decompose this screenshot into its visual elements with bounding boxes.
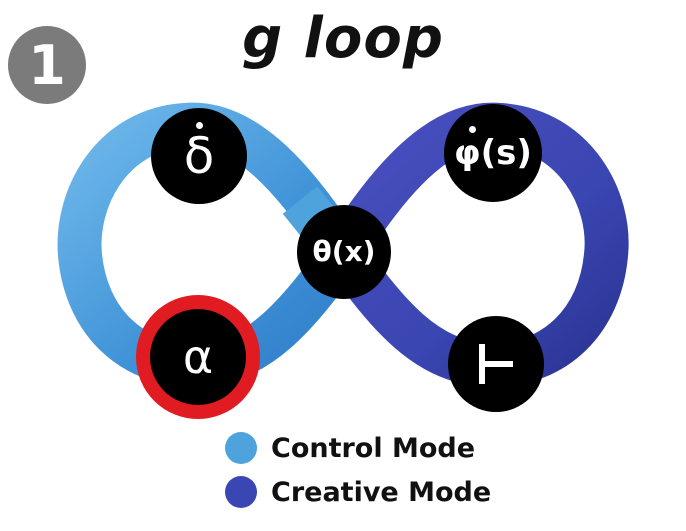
phi-symbol: φ(s) — [454, 133, 532, 173]
legend-swatch-control — [225, 432, 257, 464]
alpha-symbol: α — [182, 330, 214, 384]
legend-item-control: Control Mode — [225, 426, 491, 470]
step-number: 1 — [28, 33, 66, 97]
legend: Control Mode Creative Mode — [225, 426, 491, 514]
phi-dot-node: φ(s) — [444, 104, 542, 202]
right-tack-node — [448, 316, 544, 412]
legend-swatch-creative — [225, 476, 257, 508]
legend-item-creative: Creative Mode — [225, 470, 491, 514]
theta-symbol: θ(x) — [312, 235, 376, 268]
diagram-title: g loop — [242, 6, 444, 71]
step-number-badge: 1 — [8, 26, 86, 104]
theta-node: θ(x) — [297, 205, 391, 299]
delta-symbol: δ — [183, 127, 215, 185]
legend-label-control: Control Mode — [271, 432, 476, 464]
legend-label-creative: Creative Mode — [271, 476, 492, 508]
dot-accent-icon — [195, 122, 203, 129]
delta-dot-node: δ — [151, 108, 247, 204]
dot-accent-icon — [469, 126, 477, 133]
alpha-node-highlighted: α — [136, 295, 260, 419]
